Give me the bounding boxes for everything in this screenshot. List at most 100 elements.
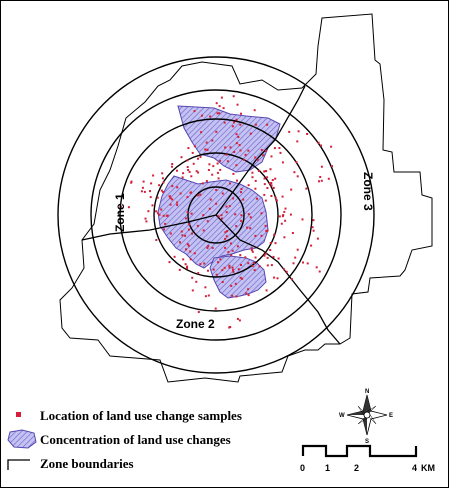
sample-point xyxy=(224,231,227,234)
sample-point xyxy=(311,226,314,229)
sample-point xyxy=(186,267,188,270)
sample-point xyxy=(176,203,179,206)
sample-point xyxy=(205,141,208,144)
sample-point xyxy=(235,164,238,167)
sample-point xyxy=(250,249,253,251)
zone-2-label: Zone 2 xyxy=(176,317,215,331)
sample-point xyxy=(291,232,294,234)
sample-point xyxy=(269,242,272,244)
sample-point xyxy=(211,246,214,249)
sample-point xyxy=(203,262,206,265)
sample-point xyxy=(233,151,236,153)
sample-point xyxy=(215,189,218,191)
sample-point xyxy=(273,147,276,150)
sample-point xyxy=(276,277,279,280)
sample-point xyxy=(195,280,198,283)
sample-point xyxy=(190,212,193,215)
sample-point xyxy=(224,237,227,240)
sample-point xyxy=(199,155,202,158)
sample-point xyxy=(247,288,250,291)
sample-point xyxy=(171,165,173,168)
sample-point xyxy=(247,149,250,152)
sample-point xyxy=(316,237,319,240)
sample-point xyxy=(240,214,243,217)
sample-point xyxy=(269,168,272,171)
scale-tick-2: 2 xyxy=(354,463,359,473)
sample-point xyxy=(206,148,209,151)
sample-point xyxy=(186,265,189,268)
sample-point xyxy=(149,190,151,193)
sample-point xyxy=(192,162,195,165)
sample-point xyxy=(242,198,245,201)
sample-point xyxy=(195,170,198,173)
sample-point xyxy=(306,262,309,265)
sample-point xyxy=(176,201,179,204)
sample-point xyxy=(193,110,196,113)
sample-point xyxy=(161,177,164,180)
sample-point xyxy=(270,155,273,158)
sample-point xyxy=(273,276,276,279)
city-boundary xyxy=(59,13,433,383)
sample-point xyxy=(176,186,179,189)
sample-point xyxy=(166,214,169,217)
sample-point xyxy=(263,193,266,196)
concentration-area-north xyxy=(177,105,281,173)
zone-boundary-west xyxy=(81,214,217,241)
legend-boundary-label: Zone boundaries xyxy=(40,456,134,471)
sample-point xyxy=(251,265,254,267)
sample-point xyxy=(231,249,234,252)
sample-point xyxy=(155,210,158,213)
sample-point xyxy=(179,192,182,195)
sample-point xyxy=(235,118,238,121)
sample-point xyxy=(230,242,232,245)
sample-point xyxy=(189,258,192,261)
sample-point xyxy=(171,198,174,201)
sample-point xyxy=(320,165,323,168)
scale-tick-1: 1 xyxy=(325,463,330,473)
sample-point xyxy=(211,173,214,176)
sample-point xyxy=(197,272,200,275)
sample-point xyxy=(164,222,167,225)
sample-point xyxy=(278,147,281,149)
sample-point xyxy=(221,281,224,283)
sample-point xyxy=(235,295,238,298)
sample-point xyxy=(204,295,207,298)
sample-point xyxy=(266,256,269,259)
sample-point xyxy=(243,158,246,161)
sample-point xyxy=(275,199,278,202)
sample-point xyxy=(215,202,218,205)
sample-point xyxy=(220,214,223,217)
sample-point xyxy=(188,170,191,173)
sample-point xyxy=(251,250,254,253)
sample-point xyxy=(247,184,250,187)
sample-point xyxy=(178,268,181,271)
legend-sample-label: Location of land use change samples xyxy=(40,408,242,423)
sample-point xyxy=(244,153,247,156)
sample-point xyxy=(234,213,237,216)
sample-point xyxy=(239,123,242,126)
sample-point xyxy=(152,174,155,177)
sample-point xyxy=(143,190,146,193)
sample-point xyxy=(225,205,228,208)
sample-point xyxy=(278,215,281,218)
sample-point xyxy=(191,289,194,292)
sample-point xyxy=(232,95,235,98)
sample-point xyxy=(160,189,163,192)
sample-point xyxy=(281,195,284,198)
legend: Location of land use change samples Conc… xyxy=(7,408,242,471)
sample-point xyxy=(274,242,277,245)
sample-point xyxy=(254,156,257,159)
sample-point xyxy=(282,214,285,216)
sample-point xyxy=(221,192,224,195)
sample-point xyxy=(319,176,322,178)
sample-point xyxy=(271,179,274,181)
sample-point xyxy=(330,145,333,148)
sample-point xyxy=(197,194,200,197)
sample-point xyxy=(224,246,227,249)
scale-unit: KM xyxy=(421,463,435,473)
sample-point xyxy=(199,193,202,196)
scale-bar-line xyxy=(301,444,418,458)
sample-point xyxy=(232,197,235,200)
sample-point xyxy=(228,264,231,267)
sample-point xyxy=(215,130,218,133)
